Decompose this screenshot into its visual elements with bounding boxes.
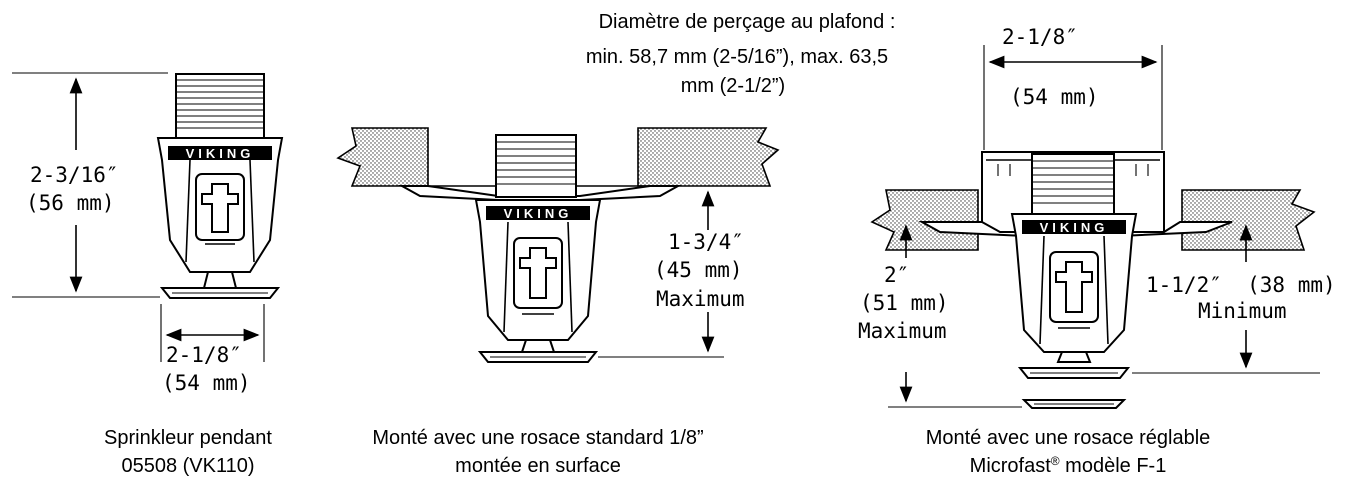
width-metric-text: (54 mm) xyxy=(162,371,251,395)
max-metric-text: (51 mm) xyxy=(860,291,949,315)
drop-dim-text: 1-3/4″ xyxy=(668,230,744,254)
caption-brand: Microfast xyxy=(970,455,1052,477)
width-dim-text: 2-1/8″ xyxy=(166,343,242,367)
thread-lines xyxy=(176,79,264,129)
width-dim-text: 2-1/8″ xyxy=(1002,25,1078,49)
max-label-text: Maximum xyxy=(858,319,947,343)
height-dimension: 2-3/16″ (56 mm) xyxy=(12,72,168,298)
logo-text: VIKING xyxy=(186,146,255,161)
height-dim-text: 2-3/16″ xyxy=(30,163,119,187)
caption-view-3: Monté avec une rosace réglable Microfast… xyxy=(926,427,1211,477)
min-dimension: 1-1/2″ (38 mm) Minimum xyxy=(1132,224,1336,374)
caption-line-2: 05508 (VK110) xyxy=(121,455,254,477)
caption-line-2: montée en surface xyxy=(455,455,621,477)
sprinkler-body: VIKING xyxy=(156,73,284,299)
ceiling-section-right xyxy=(637,127,780,187)
caption-view-1: Sprinkleur pendant 05508 (VK110) xyxy=(104,427,272,477)
caption-line-1: Sprinkleur pendant xyxy=(104,427,272,449)
logo-text: VIKING xyxy=(504,206,573,221)
view-microfast-escutcheon: 2-1/8″ (54 mm) xyxy=(858,25,1336,477)
note-line-1: Diamètre de perçage au plafond : xyxy=(599,11,896,33)
ceiling-section-right xyxy=(1181,189,1316,251)
ceiling-section-left xyxy=(336,127,429,187)
width-metric-text: (54 mm) xyxy=(1010,85,1099,109)
sprinkler-body: VIKING xyxy=(1010,153,1138,409)
logo-text: VIKING xyxy=(1040,220,1109,235)
ceiling-hole-note: Diamètre de perçage au plafond : min. 58… xyxy=(586,11,896,97)
caption-model: modèle F-1 xyxy=(1060,455,1167,477)
drop-metric-text: (45 mm) xyxy=(654,258,743,282)
drop-label-text: Maximum xyxy=(656,287,745,311)
registered-mark: ® xyxy=(1051,454,1060,468)
note-line-2: min. 58,7 mm (2-5/16”), max. 63,5 xyxy=(586,46,888,68)
caption-line-1: Monté avec une rosace réglable xyxy=(926,427,1211,449)
view-standard-escutcheon: VIKING 1-3/4″ (45 mm) Maximum Monté avec… xyxy=(336,127,780,477)
max-dim-text: 2″ xyxy=(884,263,909,287)
view-pendant-sprinkler: VIKING 2-3/16″ (56 mm) 2-1/8″ xyxy=(12,72,284,477)
width-dimension: 2-1/8″ (54 mm) xyxy=(160,304,265,395)
min-dim-text: 1-1/2″ (38 mm) xyxy=(1146,273,1336,297)
width-dimension: 2-1/8″ (54 mm) xyxy=(983,25,1163,150)
caption-line-1: Monté avec une rosace standard 1/8” xyxy=(372,427,703,449)
drop-dimension: 1-3/4″ (45 mm) Maximum xyxy=(598,190,745,358)
sprinkler-body: VIKING xyxy=(474,134,602,363)
ceiling-section-left xyxy=(870,189,979,251)
min-label-text: Minimum xyxy=(1198,299,1287,323)
max-dimension: 2″ (51 mm) Maximum xyxy=(858,224,1022,408)
caption-line-2: Microfast® modèle F-1 xyxy=(970,454,1167,477)
height-metric-text: (56 mm) xyxy=(26,191,115,215)
caption-view-2: Monté avec une rosace standard 1/8” mont… xyxy=(372,427,703,477)
note-line-3: mm (2-1/2”) xyxy=(681,75,785,97)
